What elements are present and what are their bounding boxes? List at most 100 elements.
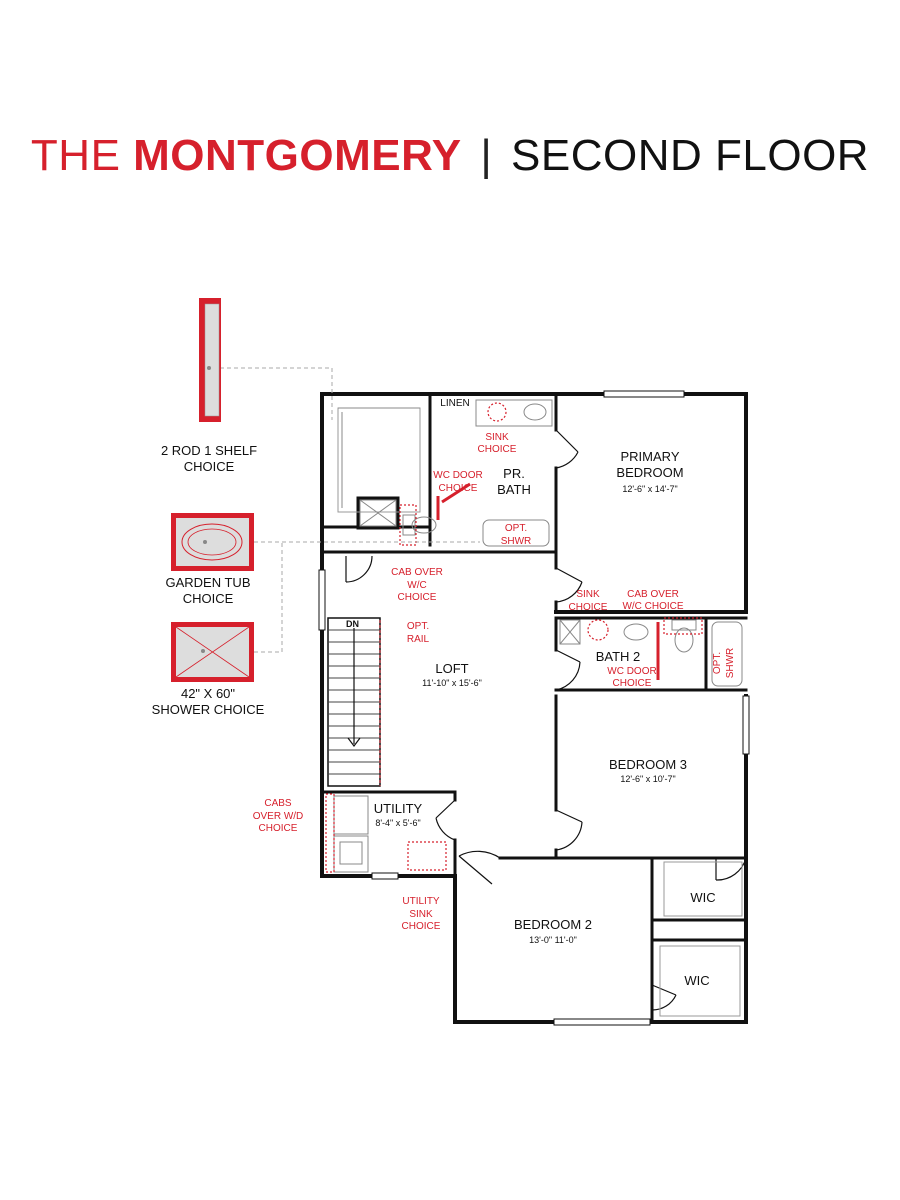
door-pbed — [555, 567, 583, 603]
door-wic-lower — [651, 984, 677, 1011]
opt-rail-2: RAIL — [407, 634, 430, 645]
stairs-dn: DN — [346, 619, 359, 629]
pr-bath-line1: PR. — [503, 466, 525, 481]
stairs-arrow-icon — [347, 628, 361, 747]
title-separator: | — [480, 131, 493, 180]
windows — [318, 390, 750, 1026]
garden-tub-inner — [176, 518, 249, 566]
cabs-over-wd-1: CABS — [264, 798, 292, 809]
bath2-toilet-tank — [671, 619, 697, 631]
garden-tub-oval2-icon — [187, 528, 237, 556]
cabs-over-wd-box — [325, 793, 335, 873]
bath2-sink-1: SINK — [576, 589, 600, 600]
pr-bath-tub-icon — [482, 519, 550, 547]
wall-outer-top-right — [320, 392, 748, 614]
linen-x-box — [359, 499, 397, 527]
bath2-label: BATH 2 — [596, 649, 641, 664]
callout-leaders — [220, 367, 480, 653]
option-labels: SINK CHOICE WC DOOR CHOICE OPT. SHWR CAB… — [253, 432, 736, 932]
bath2-sink-choice-icon — [587, 619, 609, 641]
bath2-toilet-icon — [674, 627, 694, 653]
wic-upper-label: WIC — [690, 890, 715, 905]
linen-x — [359, 499, 397, 527]
wic-lower-label: WIC — [684, 973, 709, 988]
callout-garden-tub — [171, 513, 254, 571]
primary-bedroom-dims: 12'-6" x 14'-7" — [622, 484, 677, 494]
bath2-wc-door-2: CHOICE — [613, 678, 652, 689]
opt-rail-1: OPT. — [407, 621, 429, 632]
window-bed3 — [742, 695, 750, 755]
garden-tub-label-1: GARDEN TUB — [166, 575, 251, 590]
title-floor: SECOND FLOOR — [511, 131, 870, 180]
utility-sink-1: UTILITY — [402, 896, 440, 907]
bath2-sink-icon — [623, 623, 649, 641]
bedroom2-name: BEDROOM 2 — [514, 917, 592, 932]
pr-toilet-tank — [402, 514, 416, 536]
shower-label-2: SHOWER CHOICE — [152, 702, 265, 717]
bath2-cab-over-2: W/C CHOICE — [622, 601, 683, 612]
bath2-wc-door-1: WC DOOR — [607, 666, 656, 677]
linen-label: LINEN — [440, 398, 469, 409]
bath2-sink-2: CHOICE — [569, 602, 608, 613]
dryer-drum-icon — [339, 841, 363, 865]
closet-rod — [338, 407, 420, 508]
page-title: THE MONTGOMERY | SECOND FLOOR — [0, 128, 900, 184]
wall-linen-box — [356, 496, 400, 530]
bedroom3-name: BEDROOM 3 — [609, 757, 687, 772]
rod-shelf-inner — [204, 303, 220, 417]
wall-outer-left-bottom — [320, 392, 748, 1024]
door-pbath — [555, 429, 579, 469]
door-bed2 — [458, 850, 501, 885]
cabs-over-wd-2: OVER W/D — [253, 811, 304, 822]
pr-sink-choice-icon — [487, 402, 507, 422]
pr-wc-door-1: WC DOOR — [433, 470, 482, 481]
wall-utility-top — [320, 790, 457, 802]
closet-shelf-outline — [337, 407, 421, 513]
leader-shower — [254, 542, 283, 653]
pr-wc-door-2: CHOICE — [439, 483, 478, 494]
pr-cab-over-wc-box — [399, 504, 417, 546]
utility-name: UTILITY — [374, 801, 423, 816]
utility-sink-box — [407, 841, 447, 871]
callout-shower — [171, 622, 254, 682]
garden-tub-oval-icon — [181, 523, 243, 561]
garden-tub-label-2: CHOICE — [183, 591, 234, 606]
room-labels: LINEN PRIMARY BEDROOM 12'-6" x 14'-7" PR… — [374, 398, 716, 988]
utility-sink-3: CHOICE — [402, 921, 441, 932]
garden-tub-dot — [203, 540, 207, 544]
loft-dims: 11'-10" x 15'-6" — [422, 678, 482, 688]
wic-lower-shelf — [659, 945, 741, 1017]
pr-cab-over-3: CHOICE — [398, 592, 437, 603]
window-pbed — [603, 390, 685, 398]
bath2-opt-shwr-2: SHWR — [725, 648, 736, 679]
door-closet — [345, 555, 373, 583]
window-loft — [318, 569, 326, 631]
pr-opt-shwr-2: SHWR — [501, 536, 532, 547]
bath2-cab-over-1: CAB OVER — [627, 589, 679, 600]
bath2-linen-x — [559, 619, 581, 645]
walls — [320, 392, 748, 1024]
door-bed3 — [555, 809, 583, 851]
primary-bedroom-line1: PRIMARY — [621, 449, 680, 464]
pr-bath-vanity — [475, 399, 553, 427]
pr-bath-line2: BATH — [497, 482, 531, 497]
callout-rod-shelf — [199, 298, 221, 422]
fixtures — [333, 399, 743, 1017]
bath2-opt-shwr-1: OPT. — [712, 652, 723, 674]
window-bed2 — [553, 1018, 651, 1026]
bath2-cab-over-box — [663, 617, 703, 635]
dryer-icon — [333, 835, 369, 873]
rod-shelf-dot — [207, 366, 211, 370]
bedroom2-dims: 13'-0" 11'-0" — [529, 935, 577, 945]
loft-name: LOFT — [435, 661, 468, 676]
pr-cab-over-1: CAB OVER — [391, 567, 443, 578]
cabs-over-wd-3: CHOICE — [259, 823, 298, 834]
door-bath2 — [555, 649, 581, 691]
bedroom3-dims: 12'-6" x 10'-7" — [620, 774, 675, 784]
rod-shelf-label-2: CHOICE — [184, 459, 235, 474]
door-utility — [435, 799, 456, 841]
title-prefix: THE — [30, 131, 121, 180]
utility-sink-2: SINK — [409, 909, 433, 920]
leader-rod-shelf — [220, 367, 333, 420]
